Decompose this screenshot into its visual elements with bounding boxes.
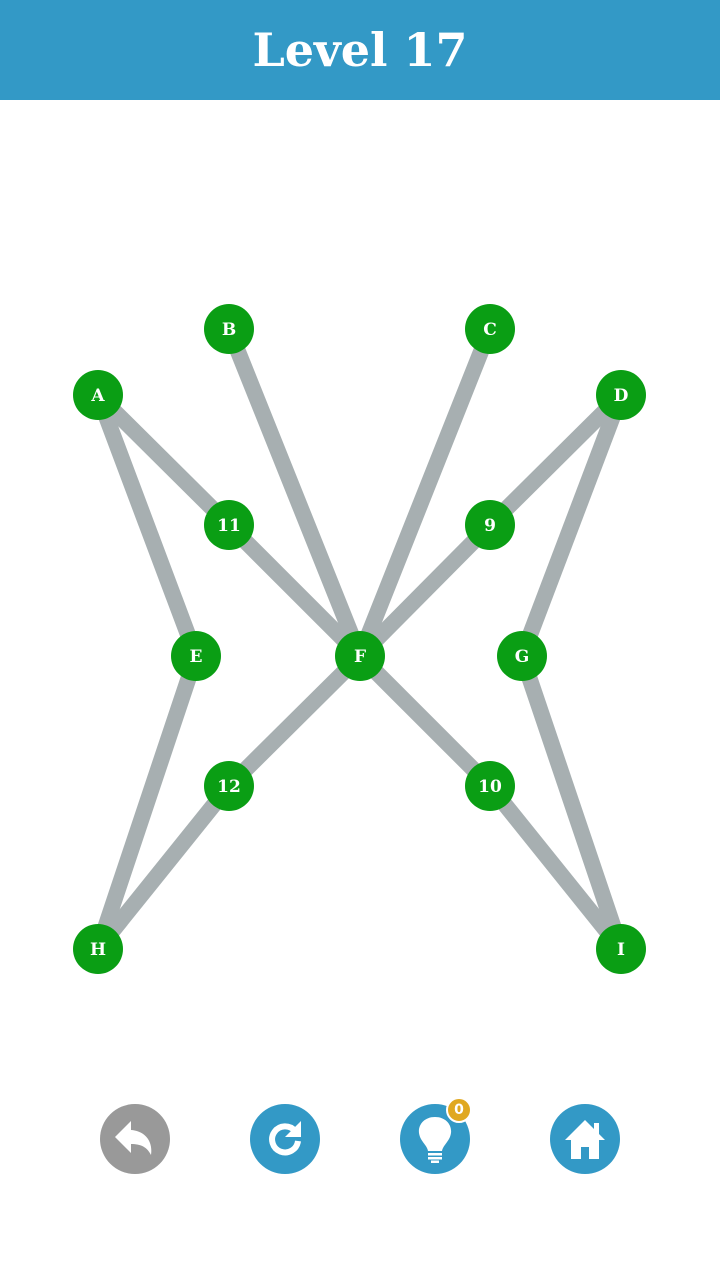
- node-label: I: [617, 940, 625, 960]
- node-circle[interactable]: [73, 924, 123, 974]
- node-11[interactable]: 11: [204, 500, 254, 550]
- node-circle[interactable]: [204, 304, 254, 354]
- level-title: Level 17: [252, 23, 468, 77]
- node-12[interactable]: 12: [204, 761, 254, 811]
- undo-arrow-icon: [115, 1121, 152, 1155]
- node-circle[interactable]: [596, 370, 646, 420]
- edge-n9-F[interactable]: [354, 519, 496, 662]
- home-icon: [565, 1120, 605, 1159]
- node-circle[interactable]: [465, 304, 515, 354]
- node-circle[interactable]: [497, 631, 547, 681]
- restart-icon: [269, 1121, 301, 1156]
- node-label: E: [190, 647, 203, 667]
- node-label: B: [222, 320, 236, 340]
- node-A[interactable]: A: [73, 370, 123, 420]
- node-label: A: [90, 386, 105, 406]
- edge-D-G[interactable]: [514, 392, 629, 659]
- node-E[interactable]: E: [171, 631, 221, 681]
- node-circle[interactable]: [335, 631, 385, 681]
- edge-n10-I[interactable]: [483, 780, 628, 955]
- restart-button[interactable]: [250, 1104, 320, 1174]
- edge-G-I[interactable]: [514, 653, 629, 952]
- edge-D-n9[interactable]: [484, 389, 627, 531]
- node-C[interactable]: C: [465, 304, 515, 354]
- edge-n12-F[interactable]: [223, 650, 366, 792]
- edge-A-n11[interactable]: [92, 389, 235, 531]
- edge-F-n10[interactable]: [354, 650, 496, 792]
- node-I[interactable]: I: [596, 924, 646, 974]
- node-circle[interactable]: [596, 924, 646, 974]
- lightbulb-icon: [418, 1117, 452, 1163]
- node-D[interactable]: D: [596, 370, 646, 420]
- node-circle[interactable]: [465, 500, 515, 550]
- node-circle[interactable]: [171, 631, 221, 681]
- node-B[interactable]: B: [204, 304, 254, 354]
- node-label: 9: [484, 516, 496, 536]
- edge-A-E[interactable]: [90, 392, 204, 659]
- node-label: D: [614, 386, 629, 406]
- node-F[interactable]: F: [335, 631, 385, 681]
- node-label: F: [354, 647, 366, 667]
- node-10[interactable]: 10: [465, 761, 515, 811]
- node-label: 10: [478, 777, 502, 797]
- node-label: 12: [217, 777, 241, 797]
- edge-E-H[interactable]: [90, 653, 204, 952]
- node-G[interactable]: G: [497, 631, 547, 681]
- node-circle[interactable]: [204, 500, 254, 550]
- node-circle[interactable]: [73, 370, 123, 420]
- node-label: H: [90, 940, 106, 960]
- node-circle[interactable]: [204, 761, 254, 811]
- home-button[interactable]: [550, 1104, 620, 1174]
- undo-button[interactable]: [100, 1104, 170, 1174]
- hint-count-badge: 0: [446, 1097, 472, 1123]
- edge-C-F[interactable]: [352, 326, 498, 659]
- node-9[interactable]: 9: [465, 500, 515, 550]
- header-bar: Level 17: [0, 0, 720, 100]
- node-H[interactable]: H: [73, 924, 123, 974]
- edge-n11-F[interactable]: [223, 519, 366, 662]
- edge-H-n12[interactable]: [91, 780, 236, 955]
- node-label: 11: [217, 516, 241, 536]
- node-label: G: [515, 647, 530, 667]
- node-circle[interactable]: [465, 761, 515, 811]
- edge-B-F[interactable]: [221, 326, 368, 659]
- node-label: C: [483, 320, 497, 340]
